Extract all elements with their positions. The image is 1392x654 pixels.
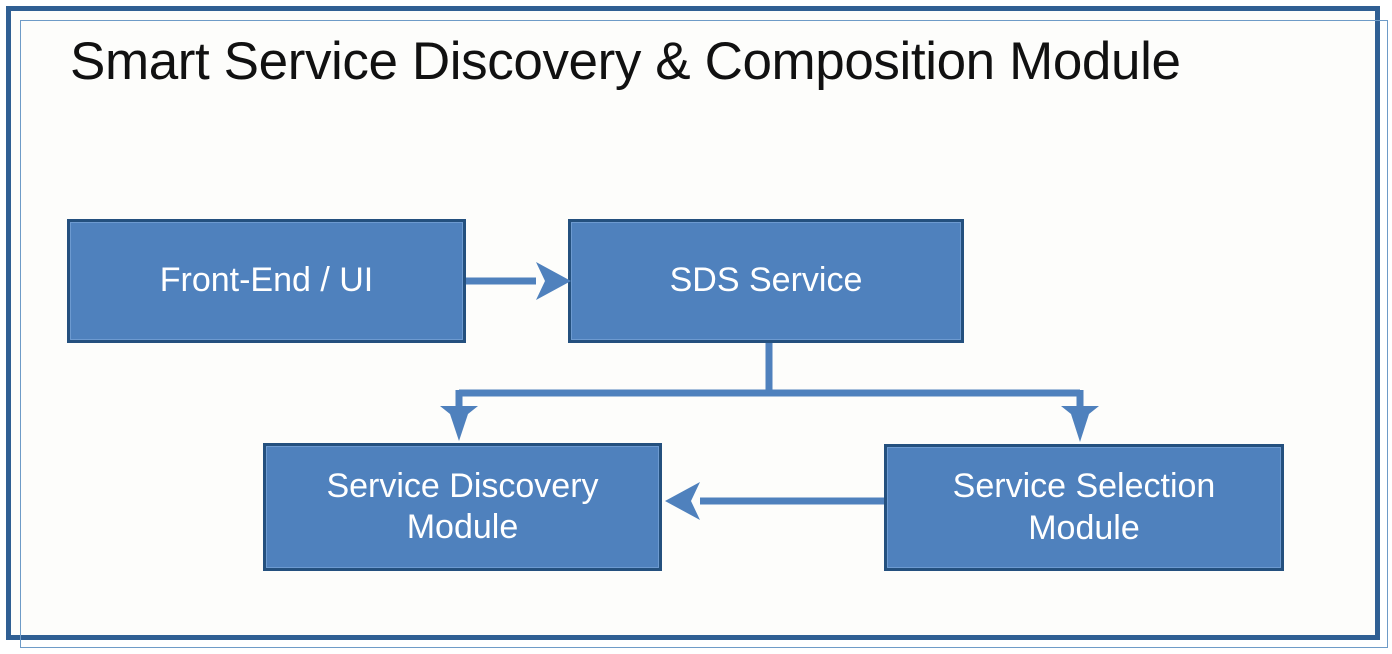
node-service-discovery-module[interactable]: Service Discovery Module	[263, 443, 662, 571]
node-front-end-ui[interactable]: Front-End / UI	[67, 219, 466, 343]
page-title: Smart Service Discovery & Composition Mo…	[70, 32, 1181, 91]
node-sds-service[interactable]: SDS Service	[568, 219, 964, 343]
node-label: SDS Service	[669, 261, 863, 300]
node-label: Service Selection Module	[952, 467, 1216, 547]
node-label: Front-End / UI	[159, 261, 374, 300]
node-label: Service Discovery Module	[326, 466, 599, 546]
node-service-selection-module[interactable]: Service Selection Module	[884, 444, 1284, 571]
